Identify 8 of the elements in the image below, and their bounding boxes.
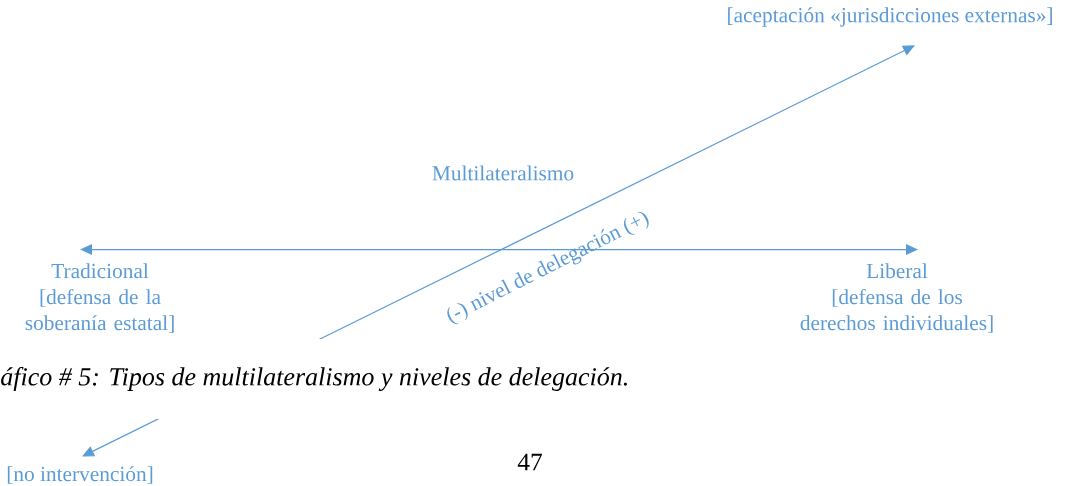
arrow bbox=[80, 244, 918, 256]
heading-label: Multilateralismo bbox=[432, 165, 574, 181]
text-label: [no intervención] bbox=[7, 466, 153, 484]
page-number: 47 bbox=[517, 453, 542, 471]
text-label: Liberal [defensa de los derechos individuales] bbox=[800, 263, 993, 333]
text-label: Tradicional [defensa de la soberanía estatal] bbox=[25, 263, 174, 333]
text-label: [aceptación «jurisdicciones externas»] bbox=[728, 7, 1052, 27]
caption: áfico # 5: Tipos de multilateralismo y niveles de delegación. bbox=[0, 339, 630, 419]
